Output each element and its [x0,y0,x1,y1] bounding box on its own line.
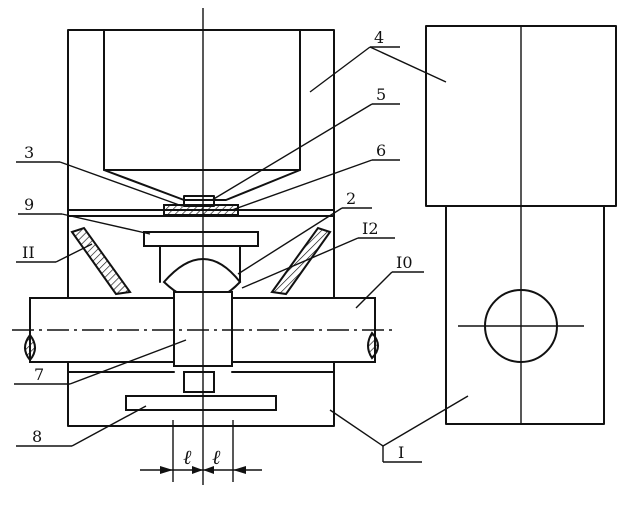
tube-end-left [24,333,36,362]
leader-4-b [369,46,447,83]
leader-3 [59,161,183,207]
label-1: I [398,443,404,462]
leader-8 [71,405,147,447]
plate-9 [143,231,259,247]
cone [103,169,301,201]
side-lower-block [445,205,605,425]
leader-10 [355,271,393,309]
side-circle [484,289,558,363]
right-support [270,226,332,296]
labels: 4 5 6 3 9 2 I2 II I0 7 8 I ℓ ℓ [22,28,413,469]
hatched-plate [163,204,239,216]
label-8: 8 [32,427,42,446]
label-9: 9 [24,195,34,214]
dim-arrow-mid-left [192,466,203,474]
leader-1-b [382,395,469,447]
label-11: II [22,243,35,262]
label-3: 3 [24,143,34,162]
upper-block [103,29,301,171]
lower-stub [183,371,215,393]
label-6: 6 [376,141,386,160]
dimension-label-right: ℓ [212,445,221,469]
side-view [425,25,617,425]
leader-2 [237,207,343,275]
dim-arrow-right [233,466,246,474]
leader-1-a [329,409,384,447]
label-5: 5 [376,85,386,104]
leaders [14,46,469,463]
leader-12 [241,237,359,289]
dim-arrow-mid-right [203,466,214,474]
label-10: I0 [396,253,413,272]
label-7: 7 [34,365,44,384]
leader-11 [55,243,93,263]
leader-4-a [309,46,371,93]
front-view [12,8,396,485]
dim-arrow-left [160,466,173,474]
tube-end-right [367,331,379,360]
label-4: 4 [374,28,384,47]
leader-5 [211,103,373,201]
label-2: 2 [346,189,356,208]
leader-9 [61,213,151,235]
dimension-label-left: ℓ [183,445,192,469]
leader-7 [69,339,187,385]
leader-6 [231,159,373,211]
left-support [70,226,132,296]
outer-frame [67,29,335,427]
base-plate [125,395,277,411]
label-12: I2 [362,219,379,238]
